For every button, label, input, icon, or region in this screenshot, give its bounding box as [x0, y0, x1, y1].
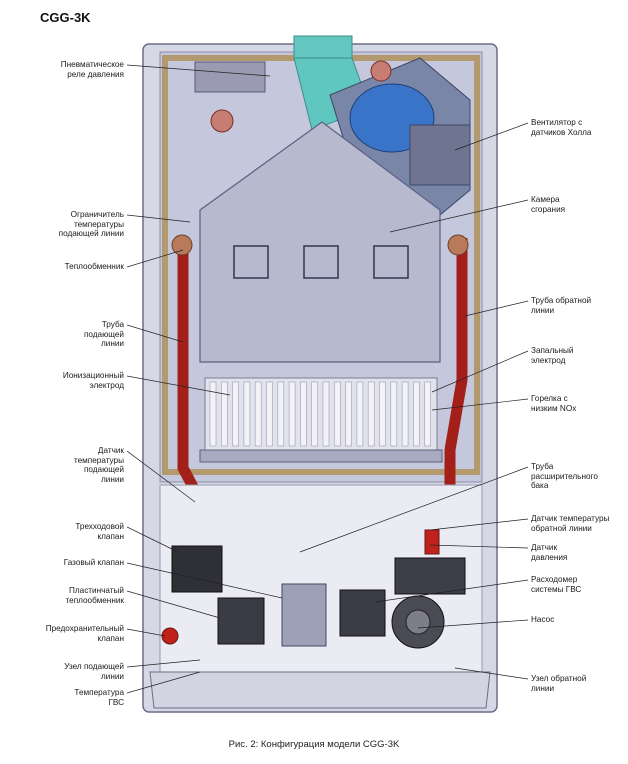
label-left-9: Предохранительный клапан	[45, 624, 124, 643]
label-right-3: Запальный электрод	[531, 346, 574, 365]
label-left-3: Труба подающей линии	[83, 320, 124, 349]
chamber-window-2	[303, 245, 339, 279]
label-left-1: Ограничитель температуры подающей линии	[58, 210, 124, 239]
burner-fin	[254, 381, 262, 447]
vent-plug-right	[370, 60, 392, 82]
label-left-11: Температура ГВС	[74, 688, 124, 707]
leader-line-left-8	[126, 590, 221, 619]
leader-line-right-3	[431, 350, 529, 393]
label-left-4: Ионизационный электрод	[62, 371, 124, 390]
leader-line-left-11	[126, 671, 201, 694]
plate-heat-exchanger	[217, 597, 265, 645]
burner-fin	[288, 381, 296, 447]
label-right-7: Датчик давления	[531, 543, 568, 562]
leader-line-right-8	[374, 579, 529, 603]
label-right-8: Расходомер системы ГВС	[531, 575, 582, 594]
vent-plug-left	[210, 109, 234, 133]
burner-fin	[424, 381, 432, 447]
burner-fin	[221, 381, 228, 447]
label-right-10: Узел обратной линии	[531, 674, 587, 693]
label-right-6: Датчик температуры обратной линии	[531, 514, 610, 533]
figure-caption: Рис. 2: Конфигурация модели CGG-3K	[228, 739, 400, 750]
label-right-9: Насос	[531, 615, 555, 624]
label-left-6: Трехходовой клапан	[75, 522, 124, 541]
flue-pipe	[293, 35, 353, 59]
leader-line-left-6	[126, 526, 179, 553]
burner-fin	[367, 381, 375, 447]
label-right-1: Камера сгорания	[531, 195, 566, 214]
label-left-8: Пластинчатый теплообменник	[65, 586, 124, 605]
leader-line-left-4	[126, 375, 231, 396]
pressure-relay	[194, 61, 266, 93]
leader-line-left-7	[126, 562, 283, 599]
fan-electronics	[409, 124, 471, 186]
burner-fin	[209, 381, 217, 447]
leader-line-right-5	[299, 466, 529, 553]
label-left-7: Газовый клапан	[63, 558, 124, 567]
label-right-2: Труба обратной линии	[531, 296, 592, 315]
leader-line-left-3	[126, 324, 184, 343]
label-left-2: Теплообменник	[64, 262, 124, 271]
gas-valve	[281, 583, 327, 647]
leader-line-right-1	[389, 199, 529, 233]
label-left-0: Пневматическое реле давления	[60, 60, 124, 79]
pump-rotor	[405, 609, 431, 635]
burner-fin	[277, 381, 285, 447]
burner-fin	[390, 381, 398, 447]
burner-fin	[266, 381, 273, 447]
leader-line-right-10	[454, 667, 529, 680]
pipe-fitting-right	[447, 234, 469, 256]
burner-fin	[379, 381, 386, 447]
leader-line-right-6	[429, 518, 529, 531]
pump-head	[394, 557, 466, 595]
chamber-window-3	[373, 245, 409, 279]
leader-line-right-0	[454, 122, 529, 151]
burner-fin	[300, 381, 307, 447]
label-right-0: Вентилятор с датчиков Холла	[531, 118, 592, 137]
pressure-sensor	[424, 529, 440, 555]
chamber-window-1	[233, 245, 269, 279]
leader-line-left-9	[126, 628, 166, 637]
burner-fin	[232, 381, 239, 447]
burner-fin	[322, 381, 330, 447]
leader-line-left-5	[126, 450, 196, 503]
label-left-5: Датчик температуры подающей линии	[73, 446, 124, 484]
pipe-fitting-left	[171, 234, 193, 256]
leader-line-left-1	[126, 214, 191, 223]
leader-line-left-0	[126, 64, 271, 77]
combustion-chamber	[199, 121, 441, 363]
burner-fin	[333, 381, 341, 447]
burner-fin	[401, 381, 409, 447]
label-right-5: Труба расширительного бака	[531, 462, 598, 491]
burner-rail	[199, 449, 443, 463]
burner-fin	[345, 381, 352, 447]
leader-line-right-4	[431, 398, 529, 411]
burner-fin	[243, 381, 251, 447]
leader-line-left-2	[126, 249, 184, 268]
leader-line-left-10	[126, 659, 201, 668]
burner-fin	[311, 381, 319, 447]
three-way-valve	[171, 545, 223, 593]
leader-line-right-7	[429, 544, 529, 549]
leader-line-right-2	[464, 300, 529, 317]
safety-valve	[161, 627, 179, 645]
diagram-title: CGG-3K	[40, 10, 91, 25]
label-right-4: Горелка с низким NOx	[531, 394, 577, 413]
flow-meter	[339, 589, 386, 637]
leader-line-right-9	[417, 619, 529, 629]
leader-lines	[126, 64, 529, 694]
burner-fin	[413, 381, 420, 447]
bottom-tray	[149, 671, 491, 709]
label-left-10: Узел подающей линии	[64, 662, 124, 681]
burner-fins	[209, 381, 432, 447]
burner-fin	[356, 381, 364, 447]
